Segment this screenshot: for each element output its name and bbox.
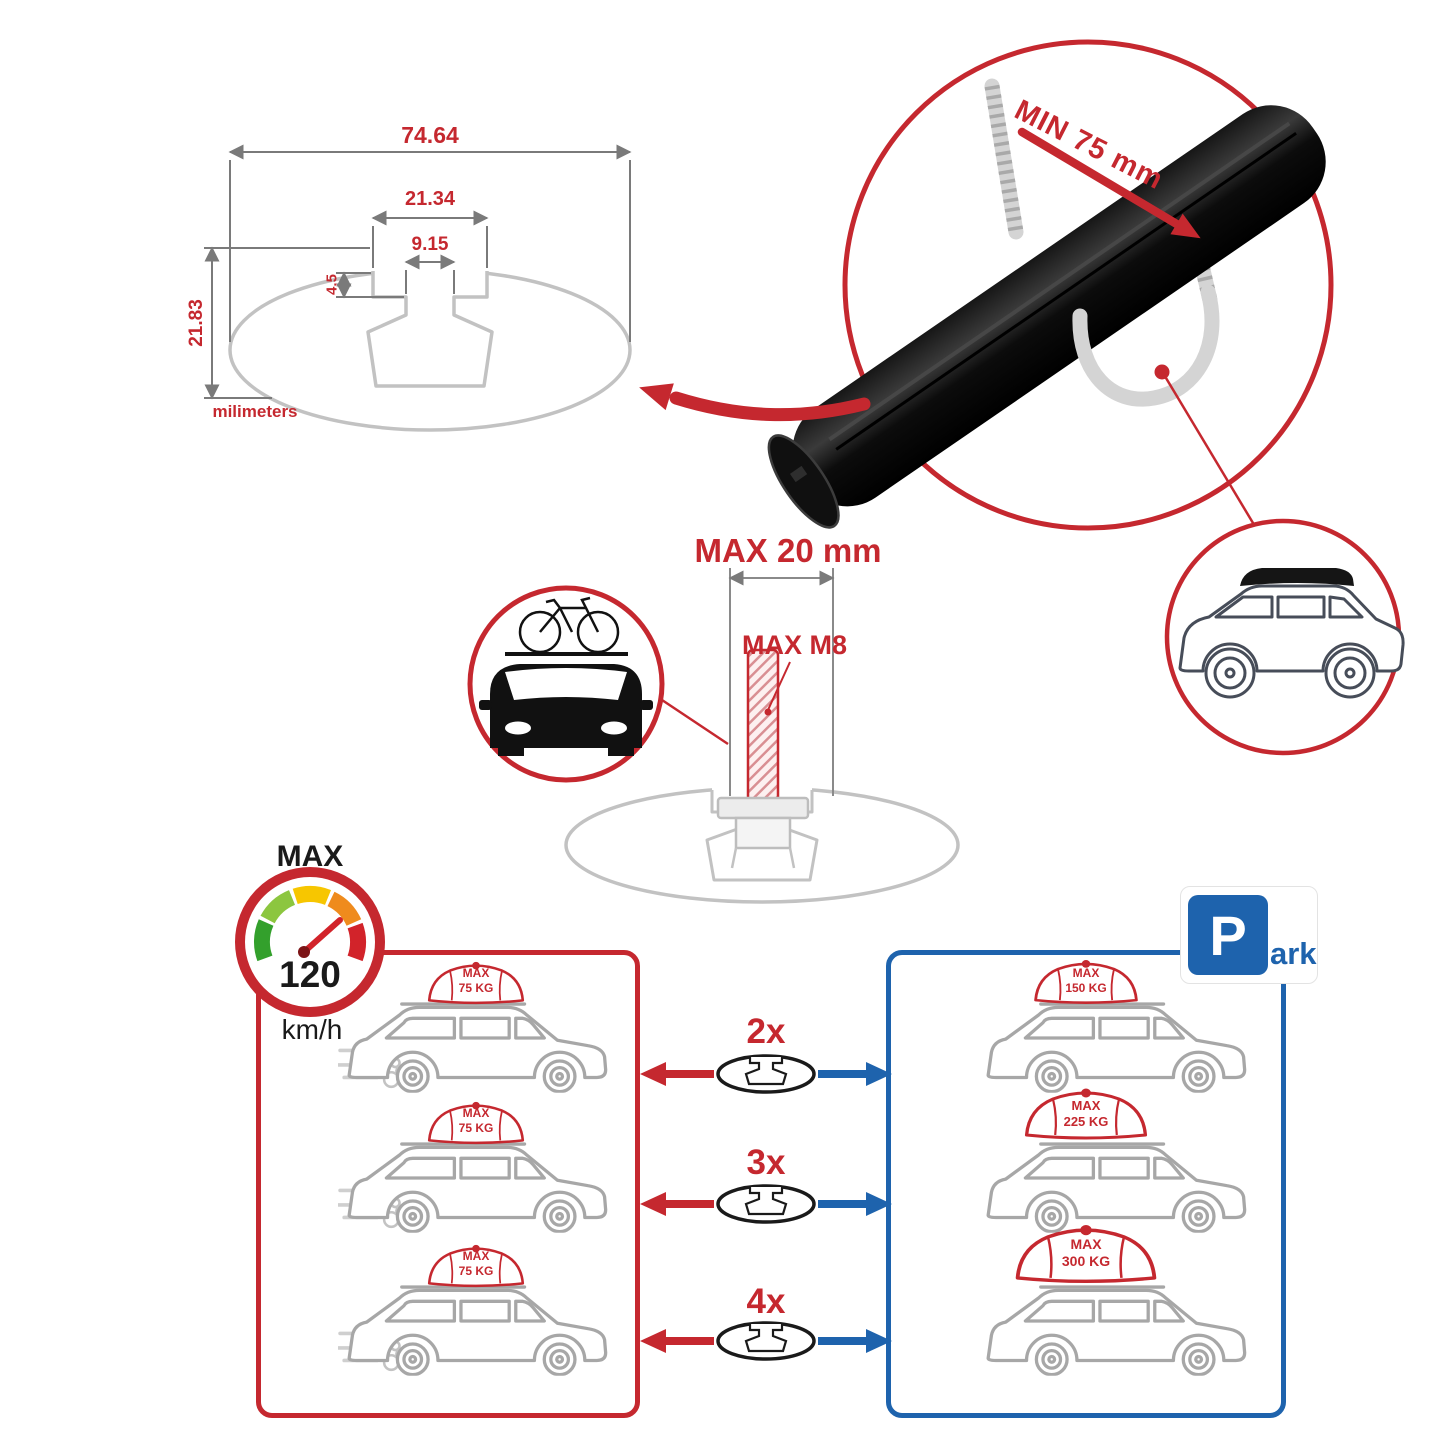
crossbar-end-cap [767, 434, 840, 529]
t-slot-profile [366, 271, 494, 388]
multiplier-4x: 4x [746, 1282, 786, 1321]
threaded-bolt-icon [746, 648, 780, 812]
clamp-point-dot [1154, 364, 1170, 380]
t-slot-profile-small [705, 790, 819, 882]
speed-max-label: MAX [276, 840, 344, 873]
parked-load-panel [886, 950, 1286, 1418]
detail-leader-line [1164, 377, 1258, 529]
speed-unit: km/h [281, 1014, 343, 1045]
red-arrow-icon [640, 1329, 666, 1353]
red-arrow-icon [640, 1062, 666, 1086]
multiplier-icon-2x [640, 1054, 892, 1094]
bike-car-circle [467, 585, 729, 783]
gauge-needle [301, 917, 343, 955]
multiplier-2x: 2x [746, 1012, 786, 1051]
t-nut-flange [716, 796, 810, 820]
parking-p-icon: P [1188, 895, 1268, 975]
dim-slot-inner: 9.15 [411, 234, 449, 255]
bolt-max-thread-label: MAX M8 [742, 630, 848, 660]
dim-lip-depth: 4.5 [323, 274, 341, 295]
bolt-dimension-lines [728, 568, 835, 796]
parking-suffix-label: ark [1270, 936, 1317, 971]
pointer-arrow-to-profile [639, 383, 871, 422]
multiplier-icon-4x [640, 1321, 892, 1361]
gauge-band [254, 886, 366, 962]
dim-total-width: 74.64 [401, 122, 459, 148]
t-nut-body [734, 816, 792, 850]
speed-value: 120 [279, 954, 341, 995]
bolt-diagram [564, 568, 960, 904]
crossbar-detail-circle [639, 39, 1334, 531]
red-arrow-icon [640, 1192, 666, 1216]
unit-label: milimeters [212, 402, 298, 421]
crossbar-3d [767, 105, 1326, 529]
bolt-max-length-label: MAX 20 mm [694, 532, 882, 569]
multiplier-3x: 3x [746, 1143, 786, 1182]
bike-icon [518, 596, 620, 654]
multiplier-icon-3x [640, 1184, 892, 1224]
suv-roofbox-circle [1164, 518, 1405, 756]
roof-box-icon [1240, 568, 1354, 586]
dim-total-height: 21.83 [186, 299, 207, 347]
m8-leader-line [767, 661, 791, 711]
dim-slot-outer: 21.34 [404, 188, 456, 210]
circle-leader-line [661, 698, 729, 746]
min-span-label: MIN 75 mm [1009, 94, 1169, 197]
car-front-icon [479, 664, 653, 756]
notch-cover [373, 262, 487, 297]
parking-sign: P ark [1180, 886, 1318, 984]
u-bolt-bend [1072, 284, 1220, 407]
suv-icon [1178, 584, 1405, 699]
